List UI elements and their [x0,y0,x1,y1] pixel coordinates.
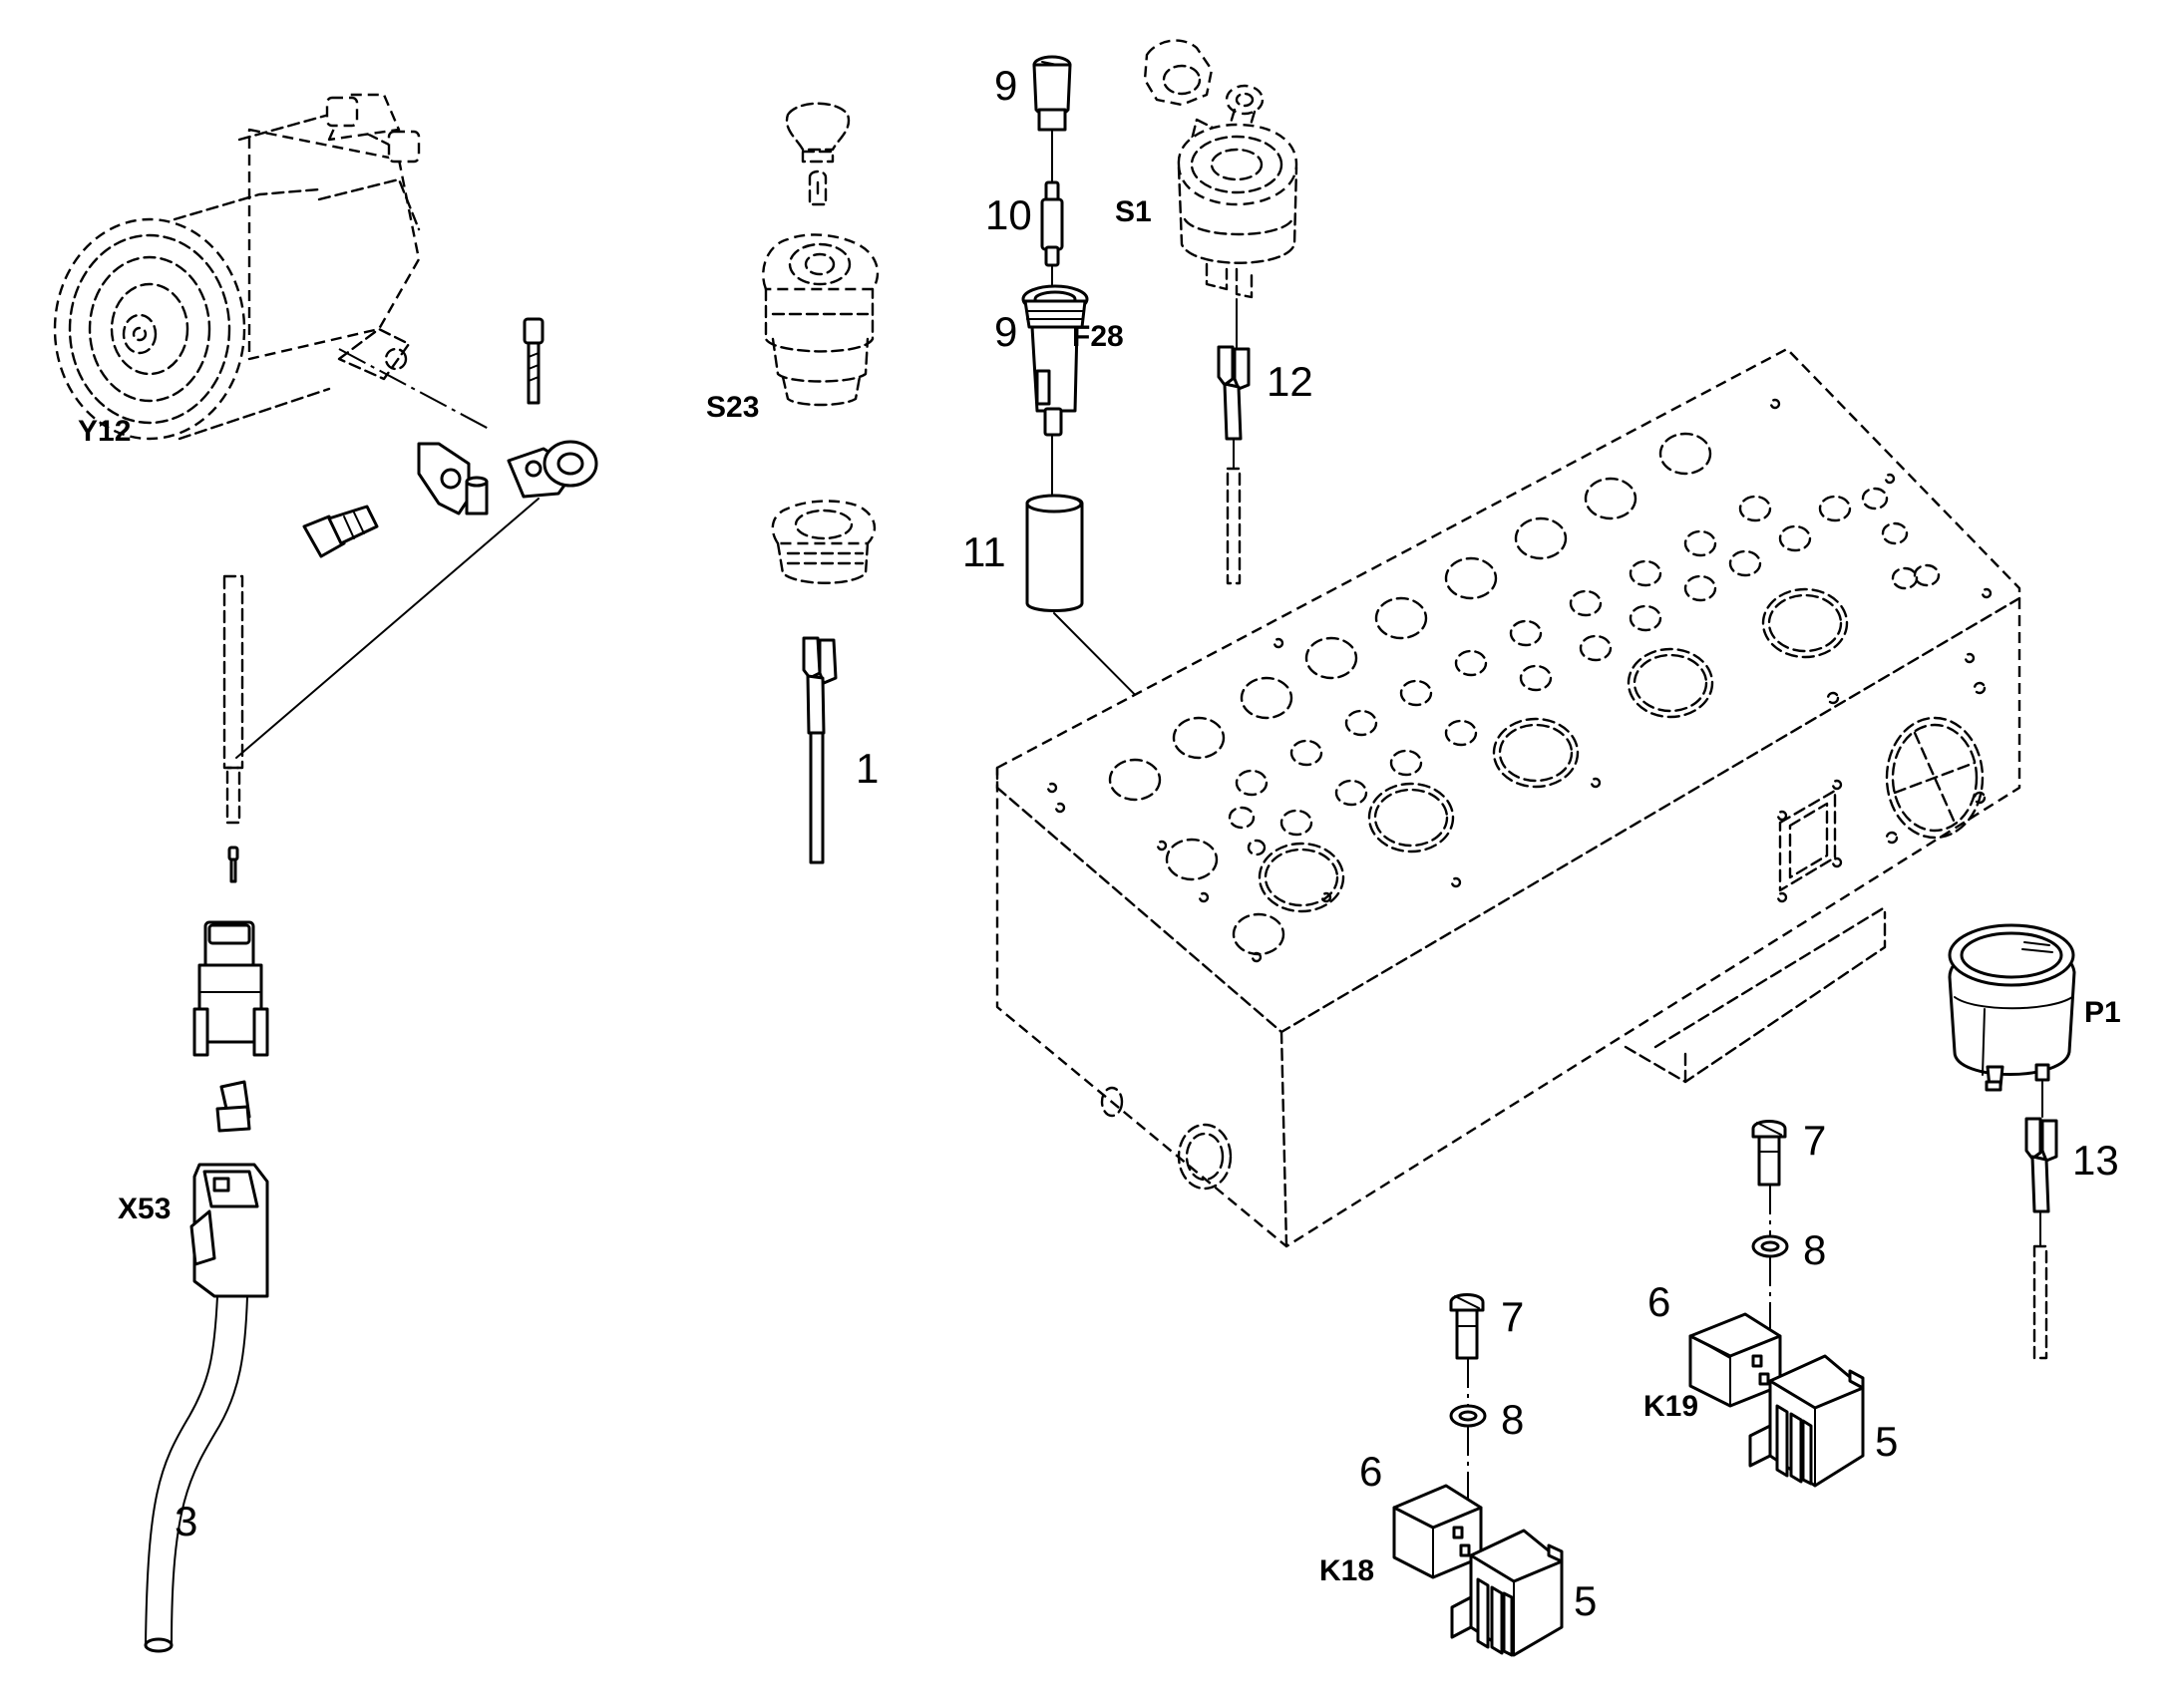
ignition-switch-s1 [1143,39,1298,299]
ref-x53: X53 [118,1193,171,1225]
ref-s23: S23 [706,391,759,424]
callout-10: 10 [985,191,1032,238]
wire-13 [2024,1081,2058,1360]
callout-6-k19: 6 [1647,1278,1670,1325]
callout-6-k18: 6 [1359,1448,1382,1495]
wire-3-upper [222,498,540,883]
callout-7-k18: 7 [1501,1293,1524,1340]
callout-13: 13 [2072,1137,2119,1184]
callout-9-holder: 9 [994,308,1017,355]
callout-numbers: 1 3 5 5 6 6 7 7 8 8 9 9 10 11 12 13 [175,62,2119,1624]
ref-s1: S1 [1115,195,1152,228]
compressor-bracket [302,317,598,558]
compressor-y12 [53,93,421,441]
ref-p1: P1 [2084,996,2121,1029]
callout-1: 1 [856,745,879,792]
callout-9-top: 9 [994,62,1017,109]
connector-plug [192,920,269,1133]
ref-f28: F28 [1072,320,1124,353]
callout-8-k19: 8 [1803,1226,1826,1273]
ref-y12: Y12 [78,415,131,448]
callout-7-k19: 7 [1803,1117,1826,1164]
gauge-p1 [1948,923,2076,1092]
callout-5-k19: 5 [1875,1418,1898,1465]
connector-x53 [144,1163,269,1653]
switch-s23 [762,102,880,584]
ref-k19: K19 [1643,1390,1698,1423]
wire-1 [802,636,838,864]
relay-set-k19 [1688,1120,1865,1488]
ref-k18: K18 [1319,1554,1374,1587]
callout-11: 11 [962,528,1006,575]
callout-12: 12 [1267,358,1313,405]
callout-5-k18: 5 [1574,1577,1597,1624]
reference-labels: Y12 S23 S1 F28 X53 P1 K18 K19 [78,195,2121,1587]
dashboard-panel [995,347,2021,1248]
callout-3: 3 [175,1498,197,1544]
wire-12 [1217,298,1251,585]
relay-set-k18 [1392,1293,1564,1657]
callout-8-k18: 8 [1501,1396,1524,1443]
